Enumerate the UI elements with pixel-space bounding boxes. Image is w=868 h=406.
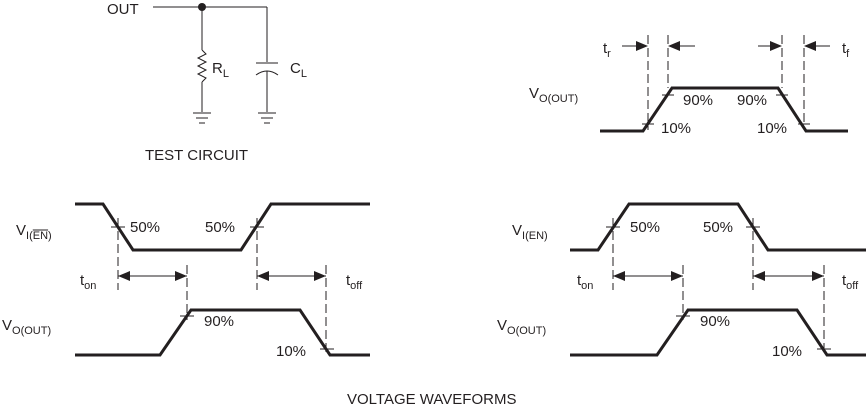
vo-trace xyxy=(570,308,866,357)
p90-label: 90% xyxy=(204,313,234,330)
toff-arrow-right xyxy=(812,271,824,281)
toff-label: toff xyxy=(346,272,363,292)
vo-label: VO(OUT) xyxy=(497,317,546,337)
vi-en-trace xyxy=(570,202,866,252)
out-label: OUT xyxy=(107,1,139,18)
load-resistor xyxy=(193,7,211,124)
tf-label: tf xyxy=(842,40,850,60)
vo-label: VO(OUT) xyxy=(2,317,51,337)
voltage-waveforms-caption: VOLTAGE WAVEFORMS xyxy=(347,391,516,406)
vi-enbar-trace xyxy=(75,202,370,252)
vi-en-label: VI(EN) xyxy=(512,222,548,242)
ton-arrow-left xyxy=(613,271,625,281)
ton-arrow-right xyxy=(671,271,683,281)
ton-arrow-right xyxy=(175,271,187,281)
vi-enbar-label: VI(EN) xyxy=(16,222,52,242)
p90-label: 90% xyxy=(700,313,730,330)
p90-right: 90% xyxy=(737,92,767,109)
ton-label: ton xyxy=(577,272,593,292)
vo-label: VO(OUT) xyxy=(529,85,578,105)
right-waveform: VI(EN) 50% 50% ton toff VO(OUT) 90% 10% xyxy=(497,202,866,360)
p50-left: 50% xyxy=(630,219,660,236)
toff-arrow-right xyxy=(314,271,326,281)
vo-rise-fall-trace xyxy=(600,86,848,133)
p10-right: 10% xyxy=(757,120,787,137)
p10-left: 10% xyxy=(661,120,691,137)
test-circuit-caption: TEST CIRCUIT xyxy=(145,147,248,164)
tf-arrow-right xyxy=(770,41,782,51)
tr-arrow-left xyxy=(668,41,680,51)
load-capacitor xyxy=(255,7,279,124)
toff-arrow-left xyxy=(257,271,269,281)
tf-arrow-left xyxy=(804,41,816,51)
tr-arrow-right xyxy=(636,41,648,51)
p50-left: 50% xyxy=(130,219,160,236)
vo-trace xyxy=(75,308,370,357)
ton-arrow-left xyxy=(118,271,130,281)
p10-label: 10% xyxy=(772,343,802,360)
rise-fall-waveform: tr tf VO(OUT) 90% 90% 10% 10% xyxy=(529,35,850,137)
p50-right: 50% xyxy=(205,219,235,236)
ton-label: ton xyxy=(80,272,96,292)
test-circuit: OUT RL CL TEST CIRCUIT xyxy=(107,1,307,164)
toff-label: toff xyxy=(842,272,859,292)
p50-right: 50% xyxy=(703,219,733,236)
cl-label: CL xyxy=(290,60,307,80)
toff-arrow-left xyxy=(753,271,765,281)
rl-label: RL xyxy=(212,60,229,80)
tr-label: tr xyxy=(603,40,611,60)
p90-left: 90% xyxy=(683,92,713,109)
p10-label: 10% xyxy=(276,343,306,360)
left-waveform: VI(EN) 50% 50% ton toff VO(OUT) 90% 10% xyxy=(2,202,370,360)
